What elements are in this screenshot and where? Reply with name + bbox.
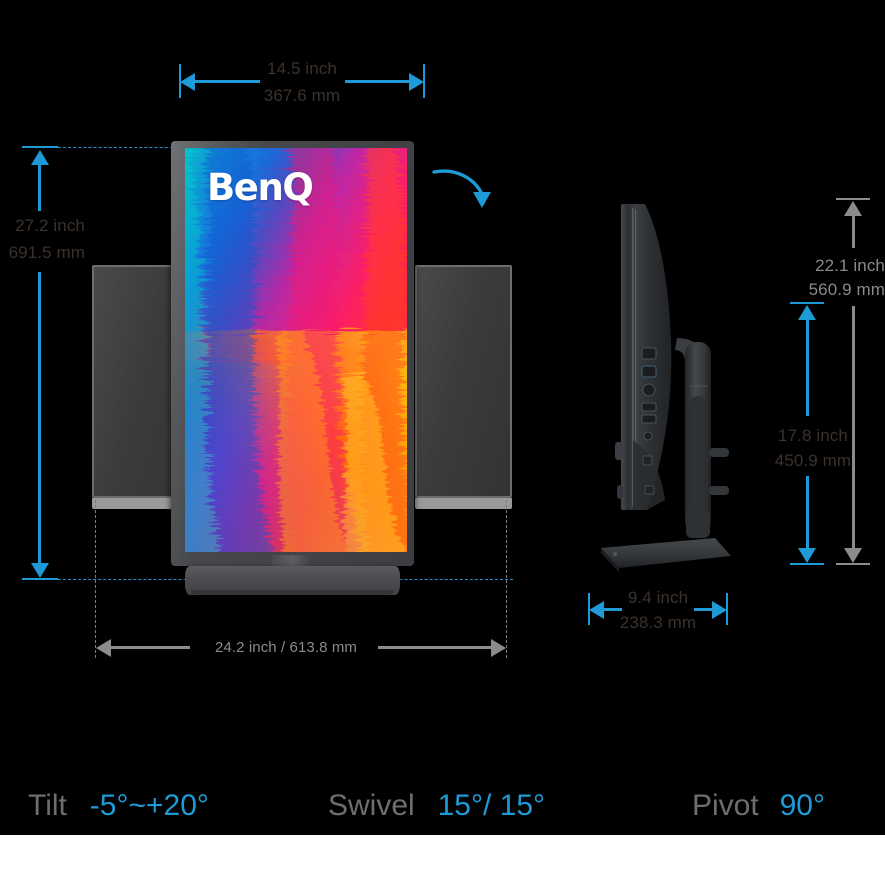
side-total-height-bottom-cap: [836, 563, 870, 565]
side-panel-height-bottom-cap: [790, 563, 824, 565]
spec-tilt: Tilt -5°~+20°: [28, 789, 209, 823]
side-panel-height-line-lower: [806, 476, 809, 550]
side-depth-right-cap: [726, 593, 728, 625]
side-total-height-top-cap: [836, 198, 870, 200]
spec-pivot-key: Pivot: [692, 789, 759, 822]
screen-artwork-icon: [185, 148, 407, 552]
side-panel-height-inch-label: 17.8 inch: [778, 426, 848, 445]
height-top-guide-dash: [58, 147, 188, 148]
side-depth-arrow-right: [712, 601, 727, 619]
overall-width-left-dash: [95, 500, 96, 658]
side-view-monitor: [585, 190, 735, 580]
side-total-height-inch-label: 22.1 inch: [815, 256, 885, 275]
spec-tilt-value: -5°~+20°: [89, 789, 209, 822]
front-monitor-base-lip: [191, 590, 394, 595]
front-height-inch-label: 27.2 inch: [15, 216, 85, 235]
front-width-mm-label: 367.6 mm: [263, 86, 341, 105]
pivot-rotation-arrow-icon: [432, 169, 491, 208]
side-panel-height-line-upper: [806, 318, 809, 416]
overall-width-label: 24.2 inch / 613.8 mm: [214, 639, 358, 656]
spec-swivel-key: Swivel: [328, 789, 415, 822]
front-height-arrow-bottom: [31, 563, 49, 578]
side-depth-line-right: [694, 608, 720, 611]
front-height-bottom-cap: [22, 578, 58, 580]
side-panel-height-top-cap: [790, 302, 824, 304]
front-width-arrow-left: [180, 73, 195, 91]
side-total-height-arrow-bottom: [844, 548, 862, 563]
side-total-height-arrow-top: [844, 201, 862, 216]
side-total-height-line-upper: [852, 214, 855, 248]
overall-width-line-left: [104, 646, 190, 649]
side-panel-height-arrow-top: [798, 305, 816, 320]
front-monitor-screen: BenQ: [185, 148, 407, 552]
side-total-height-mm-label: 560.9 mm: [808, 280, 885, 299]
ghost-left-chin: [92, 498, 212, 509]
front-width-right-cap: [423, 64, 425, 98]
side-view-illustration-icon: [601, 204, 731, 572]
overall-width-line-right: [378, 646, 492, 649]
front-width-line-right: [345, 80, 416, 83]
overall-width-arrow-left: [96, 639, 111, 657]
front-height-top-cap: [22, 146, 58, 148]
front-height-line-upper: [38, 163, 41, 211]
front-width-inch-label: 14.5 inch: [267, 59, 337, 78]
ghost-landscape-monitor-right: [415, 265, 512, 509]
ghost-right-panel: [415, 265, 512, 498]
side-panel-height-arrow-bottom: [798, 548, 816, 563]
front-height-arrow-top: [31, 150, 49, 165]
spec-tilt-key: Tilt: [28, 789, 67, 822]
front-height-line-lower: [38, 272, 41, 564]
benq-logo: BenQ: [207, 166, 314, 209]
spec-pivot: Pivot 90°: [692, 789, 825, 823]
spec-swivel-value: 15°/ 15°: [437, 789, 546, 822]
side-total-height-line-lower: [852, 306, 855, 550]
overall-width-arrow-right: [491, 639, 506, 657]
front-width-arrow-right: [409, 73, 424, 91]
side-depth-mm-label: 238.3 mm: [619, 613, 697, 632]
side-depth-line-left: [596, 608, 622, 611]
side-depth-inch-label: 9.4 inch: [627, 588, 689, 607]
overall-width-right-dash: [506, 500, 507, 658]
side-depth-arrow-left: [589, 601, 604, 619]
front-height-mm-label: 691.5 mm: [8, 243, 85, 262]
front-width-line-left: [188, 80, 260, 83]
front-view-monitor: BenQ: [171, 141, 414, 595]
spec-swivel: Swivel 15°/ 15°: [328, 789, 545, 823]
side-panel-height-mm-label: 450.9 mm: [774, 451, 852, 470]
spec-pivot-value: 90°: [779, 789, 825, 822]
ghost-right-chin: [415, 498, 512, 509]
bottom-white-strip: [0, 835, 885, 885]
